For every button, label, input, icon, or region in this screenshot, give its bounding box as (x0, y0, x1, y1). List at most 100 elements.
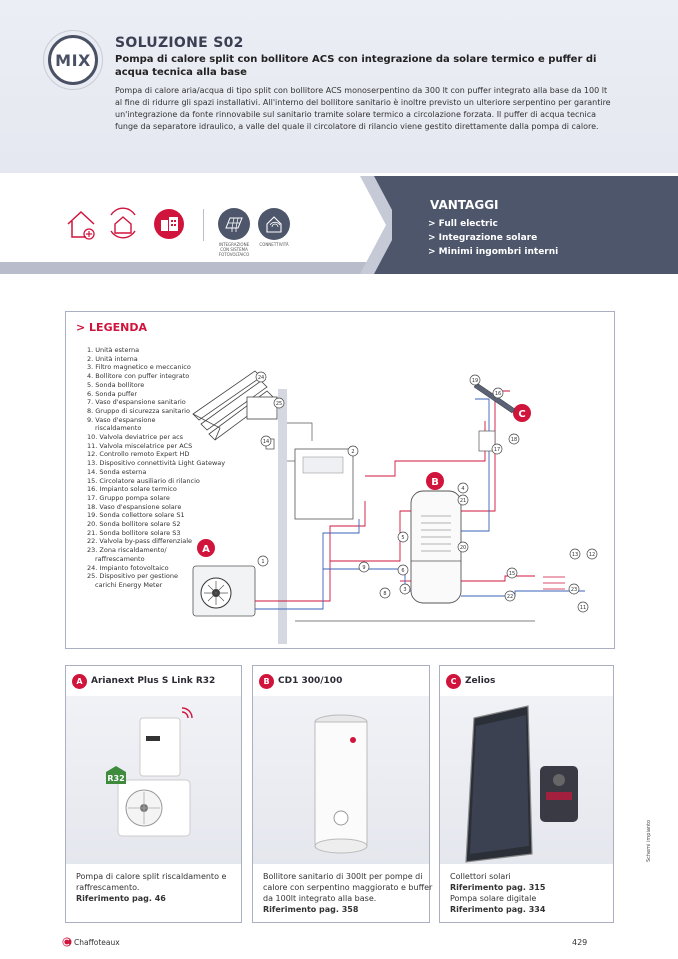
legend-list: 1. Unità esterna 2. Unità interna 3. Fil… (87, 346, 237, 590)
product-image: R32 (66, 696, 241, 864)
svg-text:13: 13 (572, 552, 578, 558)
legend-item: raffrescamento (95, 554, 145, 563)
legend-item: 9. Vaso d'espansione (87, 415, 156, 424)
card-text: Collettori solari (450, 872, 511, 881)
badge-ring (43, 30, 103, 90)
legend-item: 3. Filtro magnetico e meccanico (87, 363, 191, 372)
product-card-c: C Zelios Collettori solari Riferimento p… (439, 665, 614, 923)
arrow-band (0, 176, 404, 262)
solution-description: Pompa di calore aria/acqua di tipo split… (115, 86, 611, 131)
connectivity-icon-label: CONNETTIVITÀ (259, 242, 289, 247)
card-reference: Riferimento pag. 46 (76, 894, 166, 903)
inverter (246, 396, 278, 420)
card-reference: Riferimento pag. 334 (450, 905, 546, 914)
card-description: Collettori solari Riferimento pag. 315 P… (450, 871, 620, 915)
svg-text:1: 1 (261, 559, 264, 565)
legend-item: 21. Sonda bollitore solare S3 (87, 528, 181, 537)
legend-item: 18. Vaso d'espansione solare (87, 502, 182, 511)
solar-collector-illustration (465, 705, 578, 863)
card-header: B CD1 300/100 (253, 666, 342, 696)
legend-item: carichi Energy Meter (95, 580, 163, 589)
marker-a: A (202, 544, 210, 555)
legend-item: 5. Sonda bollitore (87, 380, 145, 389)
legend-item: riscaldamento (95, 424, 142, 433)
card-header: C Zelios (440, 666, 495, 696)
svg-text:14: 14 (263, 439, 269, 445)
tank-illustration (314, 714, 368, 854)
brand-logo: Chaffoteaux (62, 937, 120, 947)
product-image (253, 696, 429, 864)
connectivity-icon (258, 208, 290, 240)
brand-mark-icon (62, 937, 72, 947)
legend-item: 7. Vaso d'espansione sanitario (87, 398, 186, 407)
legend-item: 19. Sonda collettore solare S1 (87, 511, 185, 520)
solar-panel-icon (218, 208, 250, 240)
legend-item: 24. Impianto fotovoltaico (87, 563, 169, 572)
card-letter: C (446, 673, 461, 689)
section-side-label: Schemi impianto (646, 819, 652, 862)
legend-item: 23. Zona riscaldamento/ (87, 546, 167, 555)
vantaggi-title: VANTAGGI (430, 198, 499, 212)
solution-subtitle: Pompa di calore split con bollitore ACS … (115, 54, 597, 78)
svg-text:25: 25 (276, 401, 282, 407)
card-title: CD1 300/100 (278, 676, 343, 686)
svg-text:20: 20 (460, 545, 466, 551)
svg-text:23: 23 (571, 587, 577, 593)
solar-icon-label: INTEGRAZIONE CON SISTEMA FOTOVOLTAICO (218, 242, 250, 257)
page-number: 429 (572, 938, 588, 947)
svg-text:19: 19 (472, 378, 478, 384)
band-stripe (0, 262, 400, 274)
svg-text:21: 21 (460, 498, 466, 504)
svg-text:15: 15 (509, 571, 515, 577)
house-refresh-icon (110, 207, 136, 239)
solution-title: SOLUZIONE S02 (115, 35, 244, 51)
svg-text:4: 4 (461, 486, 464, 492)
legend-item: 2. Unità interna (87, 354, 138, 363)
heat-pump-illustration: R32 (106, 707, 193, 837)
card-description: Bollitore sanitario di 300lt per pompe d… (263, 871, 433, 915)
svg-text:24: 24 (258, 375, 264, 381)
vantaggi-item: > Integrazione solare (428, 233, 538, 243)
vantaggi-item: > Full electric (428, 219, 498, 229)
svg-text:12: 12 (589, 552, 595, 558)
card-title: Zelios (465, 676, 496, 686)
legend-item: 22. Valvola by-pass differenziale (87, 537, 193, 546)
svg-text:22: 22 (507, 594, 513, 600)
svg-text:2: 2 (351, 449, 354, 455)
card-reference: Riferimento pag. 315 (450, 883, 546, 892)
legend-item: 6. Sonda puffer (87, 389, 138, 398)
product-card-a: A Arianext Plus S Link R32 R32 Pompa di … (65, 665, 242, 923)
tank (410, 490, 462, 604)
card-reference: Riferimento pag. 358 (263, 905, 359, 914)
buildings-icon (154, 209, 184, 239)
card-description: Pompa di calore split riscaldamento e ra… (76, 871, 246, 904)
svg-text:3: 3 (403, 587, 406, 593)
product-image (440, 696, 613, 864)
system-diagram: 24 25 14 1 A B C 2 (192, 370, 598, 644)
svg-text:9: 9 (362, 565, 365, 571)
svg-text:5: 5 (401, 535, 404, 541)
house-plus-icon (67, 210, 95, 240)
legend-item: 16. Impianto solare termico (87, 485, 177, 494)
svg-text:16: 16 (495, 391, 501, 397)
vantaggi-panel (392, 176, 678, 274)
solar-collector (473, 382, 516, 414)
legend-title: > LEGENDA (76, 321, 147, 334)
legend-item: 15. Circolatore ausiliario di rilancio (87, 476, 200, 485)
svg-text:11: 11 (580, 605, 586, 611)
card-header: A Arianext Plus S Link R32 (66, 666, 215, 696)
card-text: Bollitore sanitario di 300lt per pompe d… (263, 872, 433, 903)
card-text: Pompa di calore split riscaldamento e ra… (76, 872, 227, 892)
legend-item: 20. Sonda bollitore solare S2 (87, 520, 181, 529)
svg-text:6: 6 (401, 568, 404, 574)
legend-item: 14. Sonda esterna (87, 467, 147, 476)
svg-text:8: 8 (383, 591, 386, 597)
card-text: Pompa solare digitale (450, 894, 537, 903)
svg-text:18: 18 (511, 437, 517, 443)
legend-item: 11. Valvola miscelatrice per ACS (87, 441, 193, 450)
legend-item: 17. Gruppo pompa solare (87, 493, 170, 502)
product-card-b: B CD1 300/100 Bollitore sanitario di 300… (252, 665, 433, 923)
card-letter: A (72, 673, 87, 689)
card-letter: B (259, 673, 274, 689)
brand-name: Chaffoteaux (74, 937, 120, 947)
